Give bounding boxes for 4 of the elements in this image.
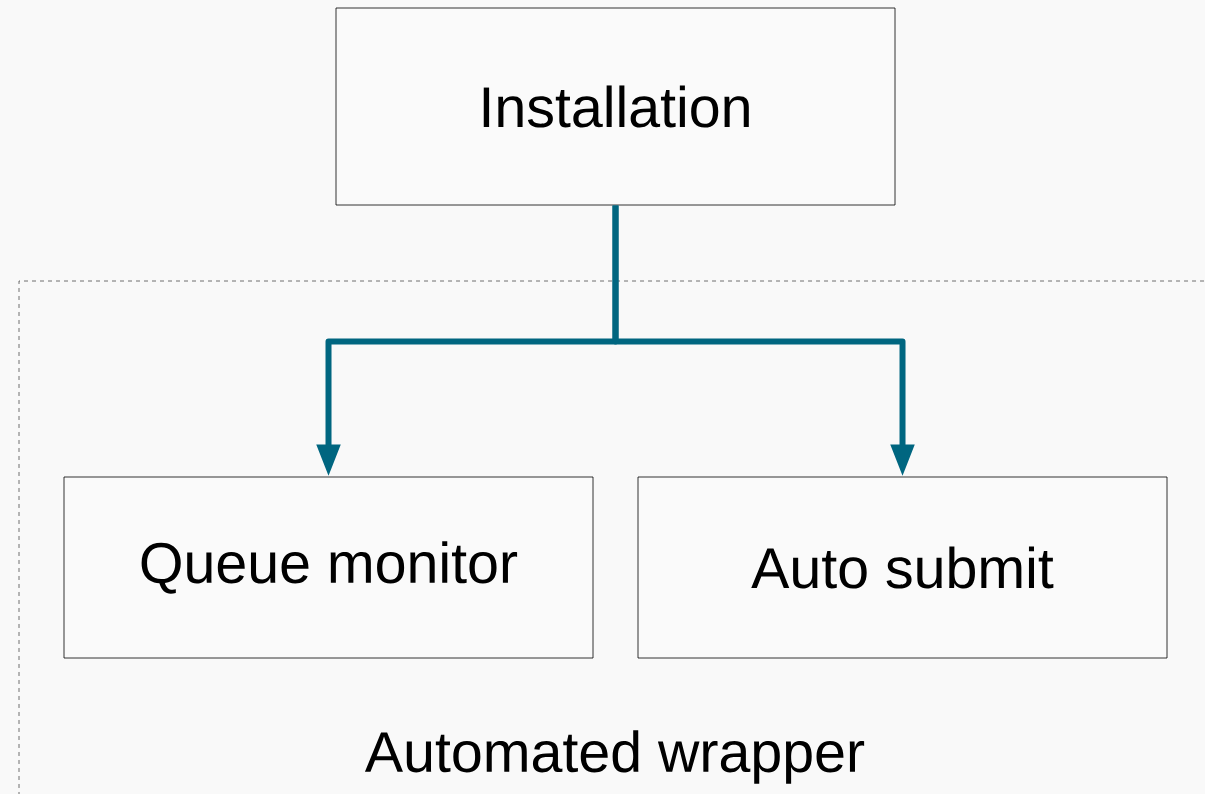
process-box: Queue monitor	[63, 476, 594, 659]
region-label: Automated wrapper	[364, 730, 865, 784]
process-box: Installation	[335, 7, 896, 206]
process-box: Auto submit	[637, 476, 1168, 659]
